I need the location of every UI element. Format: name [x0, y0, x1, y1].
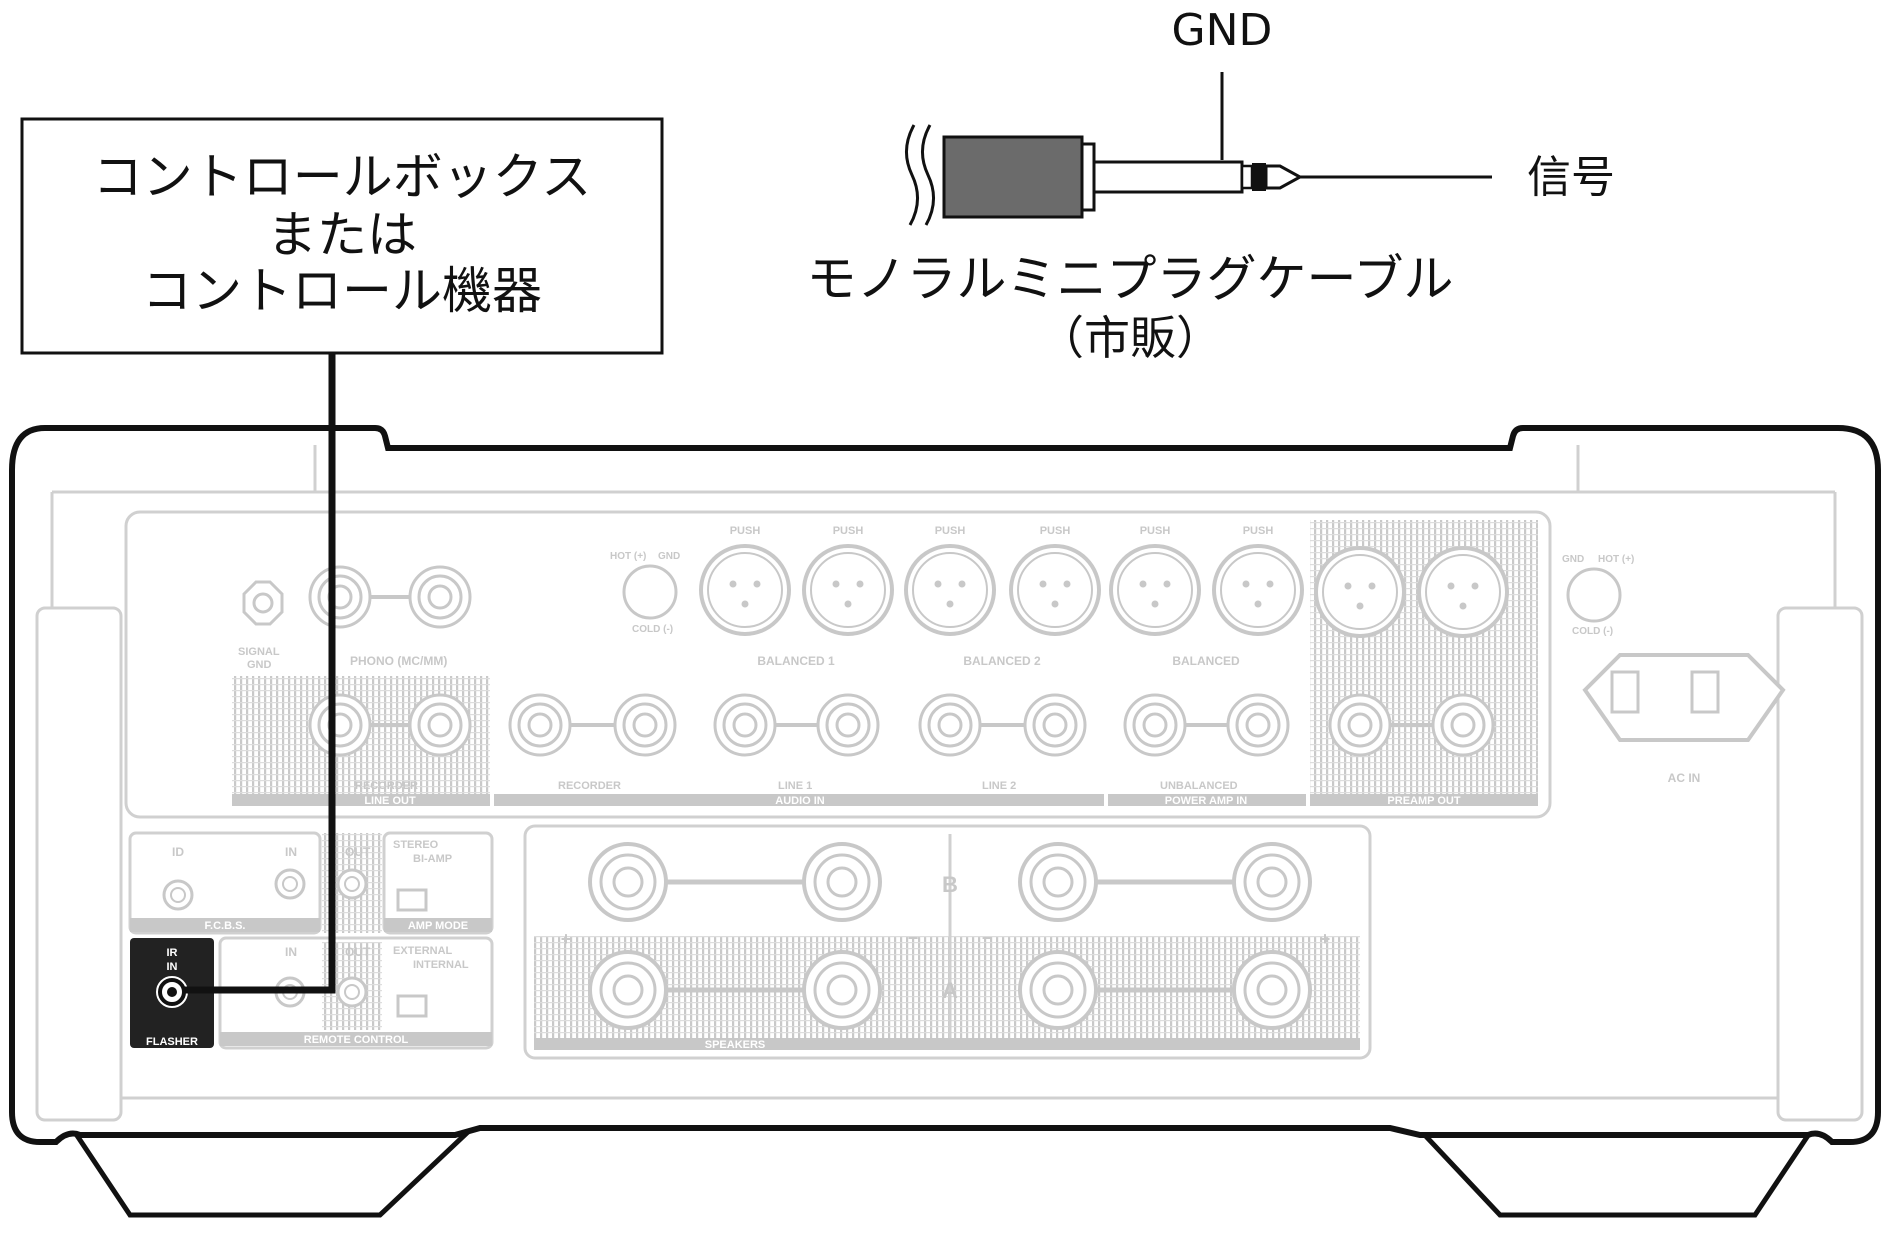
gnd-label: GND [1172, 5, 1273, 56]
remote-mode-switch[interactable] [396, 994, 428, 1018]
svg-text:F.C.B.S.: F.C.B.S. [205, 920, 246, 932]
svg-text:OUT: OUT [345, 845, 371, 859]
svg-text:+: + [561, 929, 572, 949]
right-foot [1418, 1123, 1818, 1218]
signal-gnd-label: SIGNAL [238, 646, 280, 658]
svg-text:EXTERNAL: EXTERNAL [393, 945, 453, 957]
ac-inlet[interactable] [1582, 653, 1786, 742]
fcbs-id-jack[interactable] [162, 879, 194, 911]
svg-text:COLD (-): COLD (-) [1572, 626, 1613, 637]
svg-text:IN: IN [285, 945, 297, 959]
speaker-b-label: B [942, 872, 958, 897]
audio-in-label: AUDIO IN [775, 795, 825, 807]
svg-text:STEREO: STEREO [393, 839, 439, 851]
remote-out-jack[interactable] [336, 976, 368, 1008]
svg-text:IN: IN [167, 961, 178, 973]
svg-text:RECORDER: RECORDER [558, 780, 621, 792]
svg-text:UNBALANCED: UNBALANCED [1160, 780, 1238, 792]
plug-tip [1264, 164, 1304, 190]
svg-text:IR: IR [167, 947, 178, 959]
svg-text:BI-AMP: BI-AMP [413, 853, 452, 865]
phono-jacks[interactable] [308, 565, 472, 629]
callout-line-2: または [267, 206, 417, 264]
svg-text:AMP MODE: AMP MODE [408, 920, 468, 932]
svg-text:PUSH: PUSH [1040, 525, 1071, 537]
svg-text:−: − [908, 928, 919, 948]
svg-text:PUSH: PUSH [730, 525, 761, 537]
svg-text:GND: GND [247, 659, 272, 671]
balanced-label: BALANCED [1172, 654, 1240, 668]
svg-text:GND: GND [658, 551, 680, 562]
svg-text:PUSH: PUSH [1243, 525, 1274, 537]
svg-text:PUSH: PUSH [935, 525, 966, 537]
svg-text:LINE 1: LINE 1 [778, 780, 812, 792]
callout-line-1: コントロールボックス [93, 148, 592, 206]
svg-text:PUSH: PUSH [1140, 525, 1171, 537]
speakers-label: SPEAKERS [705, 1039, 766, 1051]
svg-text:GND: GND [1562, 554, 1584, 565]
balanced1-label: BALANCED 1 [757, 654, 835, 668]
amp-mode-switch[interactable] [396, 888, 428, 912]
svg-text:HOT (+): HOT (+) [610, 551, 646, 562]
flasher-label: FLASHER [146, 1036, 198, 1048]
mono-mini-plug-cable: GND 信号 モノラルミニプラグケーブル （市販） [807, 5, 1616, 365]
line-out-label: LINE OUT [364, 795, 416, 807]
phono-label: PHONO (MC/MM) [350, 654, 447, 668]
plug-body [942, 135, 1084, 219]
svg-text:IN: IN [285, 845, 297, 859]
cable-note: （市販） [1038, 311, 1222, 365]
callout-line-3: コントロール機器 [142, 262, 542, 320]
cable-break-mark [905, 124, 919, 226]
plug-sleeve [1092, 160, 1244, 194]
balanced2-label: BALANCED 2 [963, 654, 1041, 668]
cable-name: モノラルミニプラグケーブル [807, 250, 1454, 308]
left-foot [67, 1123, 472, 1218]
svg-text:−: − [982, 928, 993, 948]
svg-text:OUT: OUT [345, 945, 371, 959]
svg-text:LINE 2: LINE 2 [982, 780, 1016, 792]
preamp-out-label: PREAMP OUT [1387, 795, 1460, 807]
xlr-pin-diagram [622, 564, 678, 620]
power-amp-in-label: POWER AMP IN [1165, 795, 1248, 807]
svg-text:ID: ID [172, 845, 184, 859]
svg-text:+: + [1320, 929, 1331, 949]
svg-text:HOT (+): HOT (+) [1598, 554, 1634, 565]
amplifier-rear-panel: SIGNAL GND PHONO (MC/MM) HOT (+) GND COL… [9, 425, 1881, 1218]
connection-cable [172, 353, 336, 994]
ac-in-label: AC IN [1668, 771, 1701, 785]
signal-label: 信号 [1527, 152, 1615, 203]
svg-text:COLD (-): COLD (-) [632, 624, 673, 635]
svg-text:RECORDER: RECORDER [355, 780, 418, 792]
control-box-callout: コントロールボックス または コントロール機器 [20, 117, 664, 355]
svg-text:INTERNAL: INTERNAL [413, 959, 469, 971]
svg-text:PUSH: PUSH [833, 525, 864, 537]
fcbs-out-jack[interactable] [336, 868, 368, 900]
speaker-a-label: A [942, 978, 958, 1003]
remote-control-label: REMOTE CONTROL [304, 1034, 409, 1046]
fcbs-in-jack[interactable] [274, 868, 306, 900]
signal-gnd-terminal[interactable] [242, 580, 284, 626]
